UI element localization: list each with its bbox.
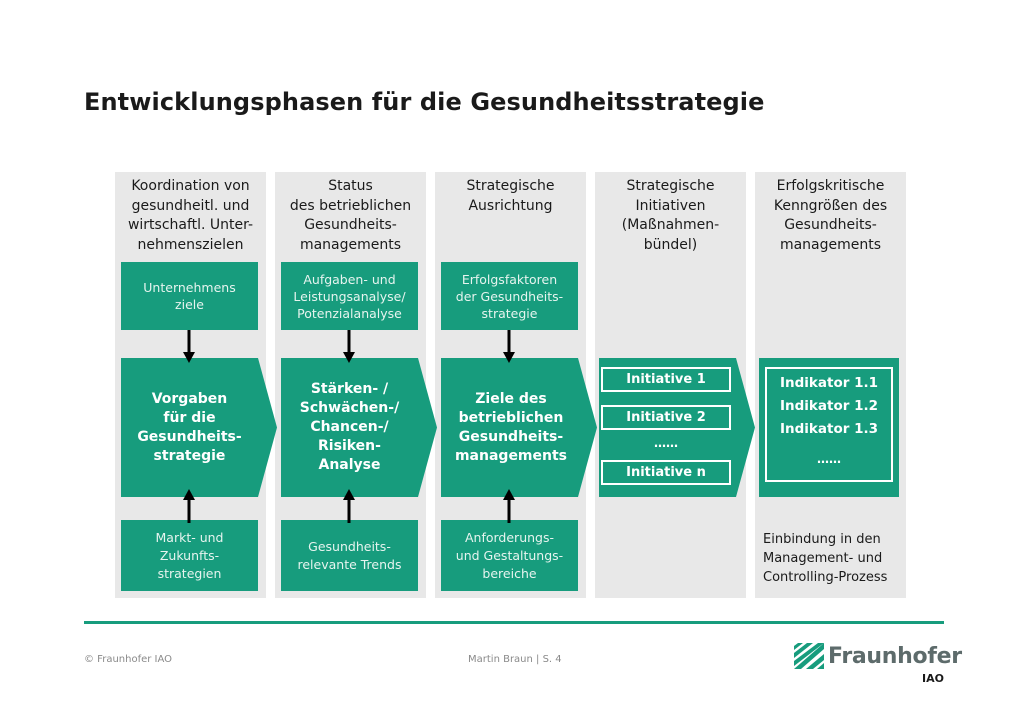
initiative-box-1: Initiative 1 [601, 367, 731, 392]
footer-divider [84, 621, 944, 624]
input-box-bottom-2: Gesundheits- relevante Trends [281, 520, 418, 591]
initiative-ellipsis: …… [654, 436, 678, 450]
phase-header-5: Erfolgskritische Kenngrößen des Gesundhe… [773, 178, 888, 253]
chevron-shape-2 [281, 358, 437, 497]
arrow-down-icon [183, 330, 195, 363]
initiative-box-2: Initiative 2 [601, 405, 731, 430]
arrow-up-icon [503, 489, 515, 523]
input-box-top-3: Erfolgsfaktoren der Gesundheits- strateg… [441, 262, 578, 330]
chevron-text-1: Vorgaben für die Gesundheits- strategie [137, 390, 242, 464]
input-box-top-1: Unternehmens ziele [121, 262, 258, 330]
indicator-ellipsis: …… [817, 452, 841, 466]
phase-header-2: Status des betrieblichen Gesundheits- ma… [289, 178, 412, 253]
arrow-down-icon [343, 330, 355, 363]
page-title: Entwicklungsphasen für die Gesundheitsst… [84, 88, 765, 116]
chevron-shape-3 [441, 358, 597, 497]
arrow-up-icon [183, 489, 195, 523]
arrow-up-icon [343, 489, 355, 523]
phase-header-3: Strategische Ausrichtung [466, 178, 555, 214]
indicator-1-3: Indikator 1.3 [779, 421, 878, 437]
chevron-shape-1 [121, 358, 277, 497]
iao-logo-text: IAO [922, 672, 944, 685]
fraunhofer-logo-text: Fraunhofer [828, 644, 962, 669]
input-box-top-2: Aufgaben- und Leistungsanalyse/ Potenzia… [281, 262, 418, 330]
input-box-bottom-3: Anforderungs- und Gestaltungs- bereiche [441, 520, 578, 591]
fraunhofer-logo-icon [794, 643, 824, 669]
phase-header-4: Strategische Initiativen (Maßnahmen- bün… [621, 178, 720, 253]
indicator-frame [765, 367, 893, 482]
indicator-1-2: Indikator 1.2 [779, 398, 878, 414]
phase-header-1: Koordination von gesundheitl. und wirtsc… [127, 178, 254, 253]
indicator-1-1: Indikator 1.1 [779, 375, 878, 391]
chevron-text-3: Ziele des betrieblichen Gesundheits- man… [454, 390, 568, 464]
initiative-box-n: Initiative n [601, 460, 731, 485]
page-info: Martin Braun | S. 4 [468, 654, 562, 665]
copyright-text: © Fraunhofer IAO [84, 654, 173, 665]
arrow-down-icon [503, 330, 515, 363]
chevron-text-2: Stärken- / Schwächen-/ Chancen-/ Risiken… [299, 381, 400, 473]
final-box-shape [759, 358, 899, 497]
integration-text: Einbindung in den Management- und Contro… [763, 532, 888, 585]
input-box-bottom-1: Markt- und Zukunfts- strategien [121, 520, 258, 591]
